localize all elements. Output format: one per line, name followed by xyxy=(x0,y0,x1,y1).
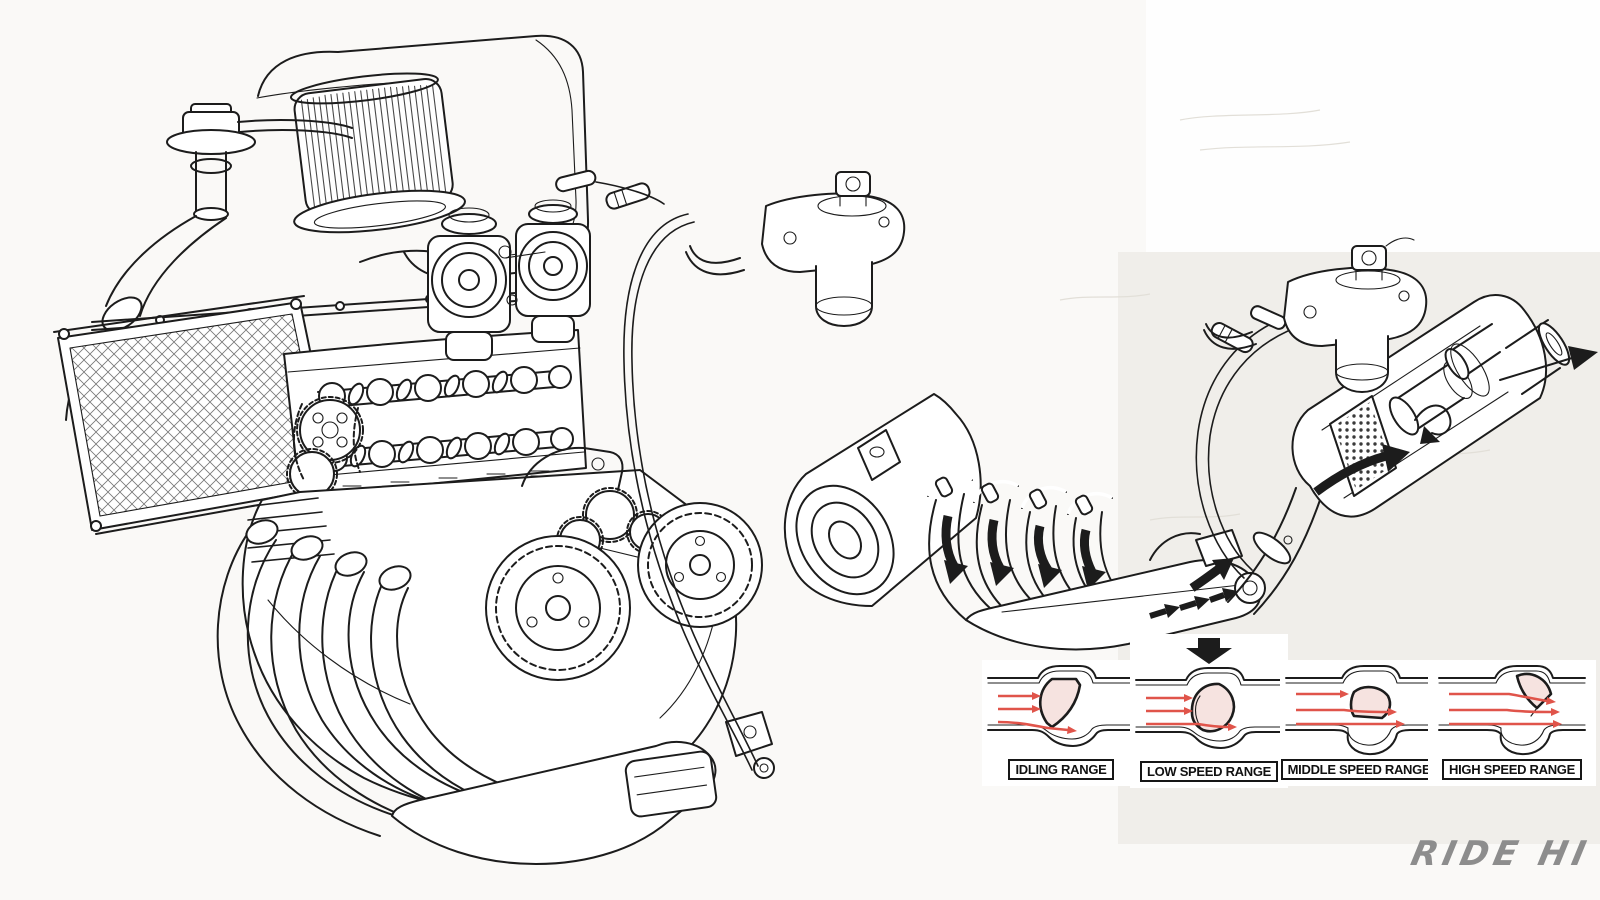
filter-bracket xyxy=(237,119,353,139)
cam-sprockets-and-chain xyxy=(286,396,364,500)
exhaust-collector-exup-unit xyxy=(391,711,775,865)
mid-pipe xyxy=(1227,487,1321,615)
exhaust-headers xyxy=(216,519,549,837)
servo-motor-right xyxy=(1203,237,1428,393)
down-arrow-icon xyxy=(1186,638,1232,664)
tail-pipe xyxy=(1505,319,1571,395)
inset-idling-range: IDLING RANGE xyxy=(982,660,1140,786)
middle-speed-valve-diagram xyxy=(1285,665,1433,756)
low-speed-valve-diagram xyxy=(1135,667,1283,749)
inset-high-speed-range: HIGH SPEED RANGE xyxy=(1428,660,1596,786)
inset-middle-speed-range: MIDDLE SPEED RANGE xyxy=(1280,660,1438,786)
inset-label: LOW SPEED RANGE xyxy=(1139,761,1279,782)
exhaust-system-illustration xyxy=(926,237,1598,651)
front-muffler xyxy=(783,393,982,607)
inset-low-speed-range: LOW SPEED RANGE xyxy=(1130,634,1288,788)
cylinder-fins xyxy=(245,497,335,563)
exhaust-flow-arrows xyxy=(941,515,1106,590)
idling-valve-diagram xyxy=(987,665,1135,747)
inset-label: IDLING RANGE xyxy=(1008,759,1114,780)
engine-cutaway-illustration xyxy=(53,34,982,865)
white-background-patch xyxy=(1146,0,1600,252)
radiator-hoses xyxy=(65,215,447,421)
exup-cable xyxy=(555,169,759,771)
air-filter xyxy=(289,72,466,234)
high-speed-valve-diagram xyxy=(1438,665,1586,756)
ride-hi-logo: RIDE HI xyxy=(1407,834,1595,874)
radiator xyxy=(53,295,343,535)
radiator-cap xyxy=(166,103,256,221)
carburetors xyxy=(427,199,591,361)
engine-mount-bracket xyxy=(521,446,624,491)
inner-tubes xyxy=(1388,323,1501,436)
clutch-cover xyxy=(637,502,763,628)
exup-valve-collector xyxy=(965,529,1266,651)
outlet-arrow xyxy=(1499,346,1598,381)
header-flanges xyxy=(926,474,1113,516)
muffler-cutaway xyxy=(1291,294,1598,518)
generator-cover xyxy=(485,535,631,681)
inset-label: MIDDLE SPEED RANGE xyxy=(1280,759,1438,780)
inset-label: HIGH SPEED RANGE xyxy=(1442,759,1582,780)
servo-motor xyxy=(685,171,906,327)
